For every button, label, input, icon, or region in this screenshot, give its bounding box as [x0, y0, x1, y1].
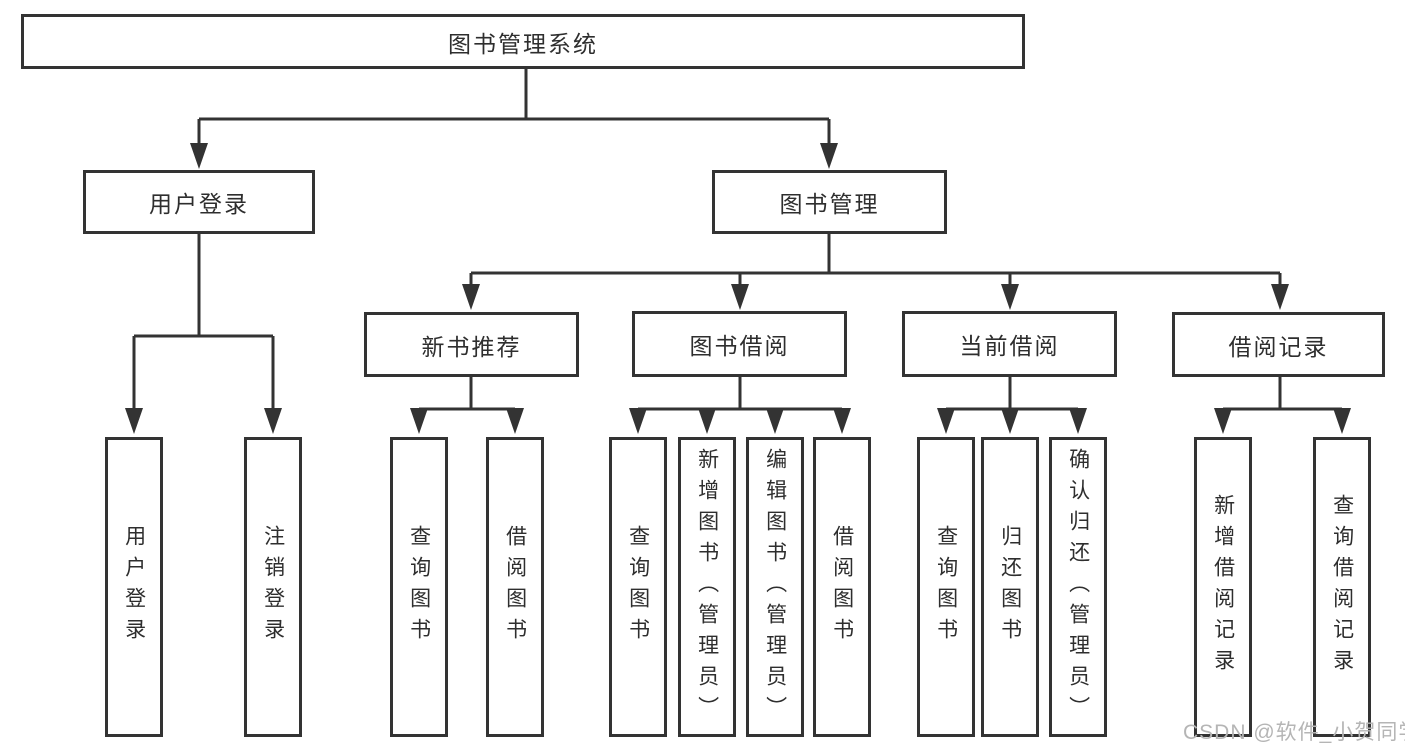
leaf-label: 编辑图书（管理员） — [763, 447, 787, 727]
leaf-record-query-borrow-record: 查询借阅记录 — [1313, 437, 1371, 737]
leaf-label: 查询图书 — [626, 525, 650, 649]
leaf-newrec-borrow-books: 借阅图书 — [486, 437, 544, 737]
leaf-borrow-add-books-admin: 新增图书（管理员） — [678, 437, 736, 737]
leaf-label: 借阅图书 — [830, 525, 854, 649]
node-user-login: 用户登录 — [83, 170, 315, 234]
node-book-management: 图书管理 — [712, 170, 947, 234]
node-book-borrowing: 图书借阅 — [632, 311, 847, 377]
leaf-current-query-books: 查询图书 — [917, 437, 975, 737]
leaf-user-login: 用户登录 — [105, 437, 163, 737]
leaf-borrow-edit-books-admin: 编辑图书（管理员） — [746, 437, 804, 737]
leaf-borrow-query-books: 查询图书 — [609, 437, 667, 737]
node-label: 用户登录 — [149, 191, 249, 217]
leaf-label: 查询图书 — [934, 525, 958, 649]
leaf-label: 查询借阅记录 — [1330, 494, 1354, 680]
node-label: 新书推荐 — [421, 333, 522, 360]
leaf-current-return-books: 归还图书 — [981, 437, 1039, 737]
leaf-label: 借阅图书 — [503, 525, 527, 649]
node-borrowing-records: 借阅记录 — [1172, 312, 1385, 377]
leaf-current-confirm-return-admin: 确认归还（管理员） — [1049, 437, 1107, 737]
node-label: 图书管理系统 — [448, 30, 598, 57]
leaf-label: 新增图书（管理员） — [695, 447, 719, 727]
leaf-newrec-query-books: 查询图书 — [390, 437, 448, 737]
leaf-label: 新增借阅记录 — [1211, 494, 1235, 680]
node-label: 图书借阅 — [689, 333, 790, 359]
leaf-label: 查询图书 — [407, 525, 431, 649]
leaf-record-add-borrow-record: 新增借阅记录 — [1194, 437, 1252, 737]
watermark: CSDN @软件_小贺同学 — [1183, 721, 1405, 744]
leaf-borrow-borrow-books: 借阅图书 — [813, 437, 871, 737]
node-new-book-recommend: 新书推荐 — [364, 312, 579, 377]
leaf-label: 确认归还（管理员） — [1066, 447, 1090, 727]
leaf-label: 归还图书 — [998, 525, 1022, 649]
leaf-label: 用户登录 — [122, 525, 146, 649]
arrowheads — [125, 143, 1351, 434]
node-root-library-management-system: 图书管理系统 — [21, 14, 1025, 69]
leaf-logout: 注销登录 — [244, 437, 302, 737]
node-label: 借阅记录 — [1228, 333, 1329, 360]
leaf-label: 注销登录 — [261, 525, 285, 649]
node-label: 图书管理 — [779, 191, 880, 217]
node-label: 当前借阅 — [959, 333, 1060, 359]
node-current-borrowing: 当前借阅 — [902, 311, 1117, 377]
